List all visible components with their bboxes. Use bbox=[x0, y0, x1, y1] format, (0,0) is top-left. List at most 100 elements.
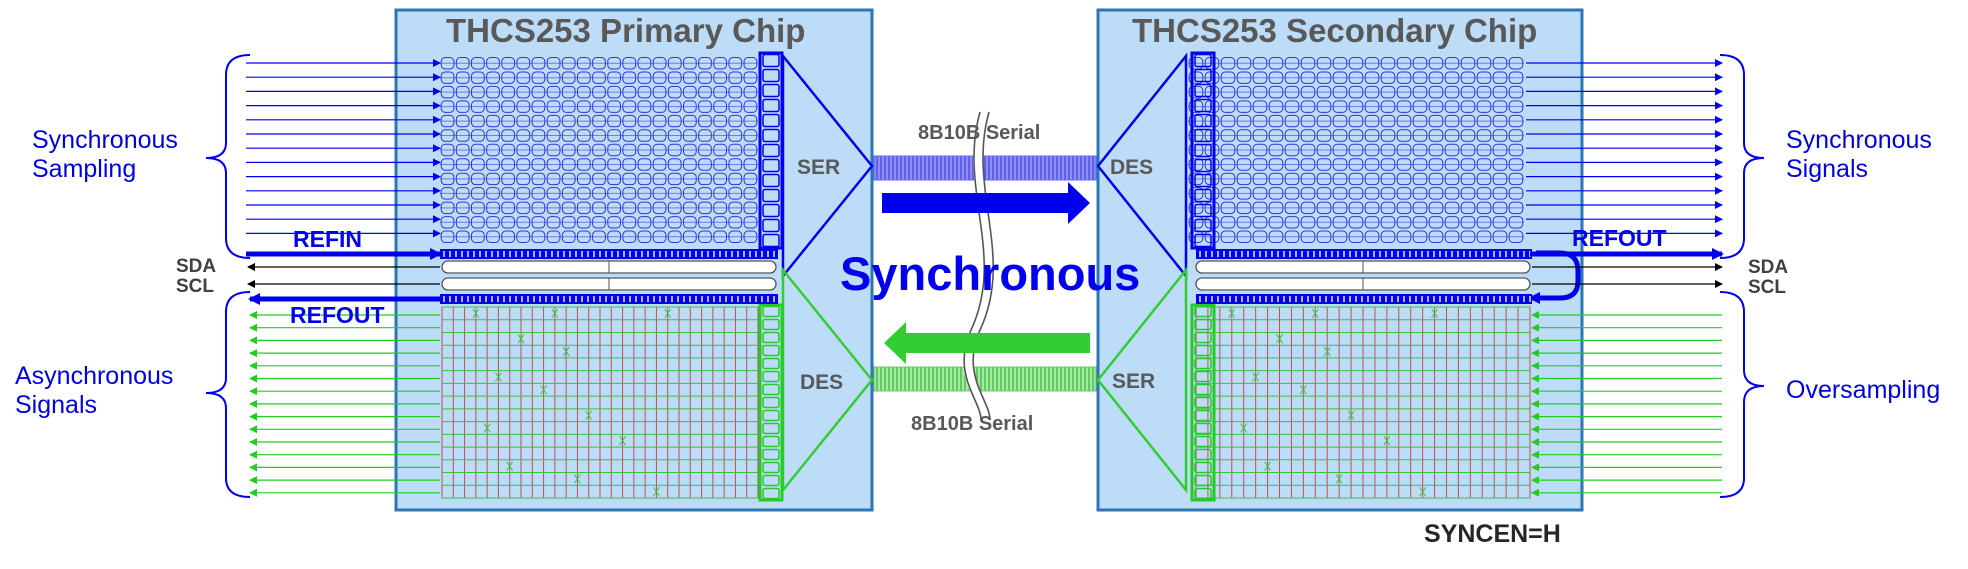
secondary-upper-bus-tick bbox=[1511, 251, 1513, 257]
primary-sync-grid-cell bbox=[728, 201, 743, 215]
secondary-upper-bus-tick bbox=[1241, 251, 1243, 257]
secondary-upper-bus-tick bbox=[1343, 251, 1345, 257]
primary-async-grid-transition-mark bbox=[517, 334, 525, 344]
primary-refout-bus-tick bbox=[503, 296, 505, 302]
primary-refout-bus-tick bbox=[701, 296, 703, 302]
primary-sync-grid-cell bbox=[440, 85, 455, 99]
secondary-sync-grid-cell bbox=[1252, 187, 1268, 200]
primary-sync-grid-cell bbox=[516, 100, 531, 113]
secondary-sync-grid-cell bbox=[1348, 187, 1364, 200]
primary-des-label: DES bbox=[800, 371, 844, 394]
primary-sync-grid-cell bbox=[592, 143, 606, 157]
primary-sync-grid-cell bbox=[486, 143, 500, 157]
primary-sync-grid-cell bbox=[470, 201, 485, 215]
left-scl-label: SCL bbox=[176, 276, 214, 297]
primary-sync-grid-cell bbox=[455, 100, 470, 113]
secondary-upper-bus-tick bbox=[1307, 251, 1309, 257]
primary-sync-grid-cell bbox=[652, 71, 667, 84]
primary-sync-grid-cell bbox=[682, 230, 697, 244]
primary-sync-grid-cell bbox=[652, 201, 667, 215]
secondary-refout-bus-tick bbox=[1271, 296, 1273, 302]
primary-refin-bus-tick bbox=[521, 251, 523, 257]
primary-sync-latch-cell bbox=[762, 233, 780, 248]
secondary-sync-latch-frame bbox=[1190, 51, 1216, 250]
primary-refout-bus-tick bbox=[473, 296, 475, 302]
secondary-sync-grid-cell bbox=[1332, 71, 1348, 84]
primary-sync-grid-cell bbox=[486, 57, 500, 70]
primary-refin-label: REFIN bbox=[293, 226, 362, 252]
primary-refin-bus-tick bbox=[641, 251, 643, 257]
primary-refin-bus-tick bbox=[569, 251, 571, 257]
secondary-sync-grid-cell bbox=[1428, 172, 1444, 186]
secondary-sync-grid-cell bbox=[1268, 143, 1284, 157]
primary-refout-bus-tick bbox=[497, 296, 499, 302]
primary-sync-grid-cell bbox=[743, 172, 758, 186]
secondary-upper-bus-tick bbox=[1337, 251, 1339, 257]
primary-sync-grid-cell bbox=[561, 57, 576, 70]
secondary-refout-bus bbox=[1196, 294, 1532, 304]
tx-direction-arrow bbox=[882, 182, 1090, 224]
secondary-refout-bus-tick bbox=[1253, 296, 1255, 302]
primary-async-latch-cell bbox=[762, 383, 780, 396]
secondary-upper-bus-tick bbox=[1265, 251, 1267, 257]
secondary-refout-bus-tick bbox=[1223, 296, 1225, 302]
primary-refout-bus bbox=[440, 294, 778, 304]
primary-sync-grid-cell bbox=[667, 57, 682, 70]
primary-sync-grid-cell bbox=[713, 100, 728, 113]
primary-sync-grid-cell bbox=[470, 216, 485, 229]
secondary-sync-grid-cell bbox=[1508, 143, 1524, 157]
primary-refin-bus-tick bbox=[737, 251, 739, 257]
secondary-des-label: DES bbox=[1110, 156, 1154, 179]
secondary-sync-grid-cell bbox=[1268, 114, 1284, 128]
secondary-sync-grid-cell bbox=[1444, 129, 1460, 142]
secondary-sync-grid-cell bbox=[1492, 100, 1508, 113]
primary-async-latch-cell bbox=[762, 331, 780, 344]
secondary-refout-bus-tick bbox=[1451, 296, 1453, 302]
secondary-sync-grid-cell bbox=[1220, 129, 1236, 142]
secondary-sync-grid-cell bbox=[1204, 158, 1220, 171]
secondary-upper-bus-tick bbox=[1445, 251, 1447, 257]
primary-sync-grid-cell bbox=[561, 172, 576, 186]
primary-async-grid-transition-mark bbox=[540, 385, 547, 395]
secondary-sync-grid-cell bbox=[1300, 100, 1316, 113]
primary-sync-grid-cell bbox=[637, 85, 652, 99]
secondary-async-latch-cell bbox=[1194, 357, 1212, 370]
primary-refin-bus-tick bbox=[461, 251, 463, 257]
secondary-refout-bus-tick bbox=[1511, 296, 1513, 302]
secondary-sync-grid-cell bbox=[1380, 187, 1396, 200]
secondary-sync-grid-cell bbox=[1204, 57, 1220, 70]
secondary-sync-grid-cell bbox=[1316, 187, 1332, 200]
secondary-sync-grid-cell bbox=[1476, 158, 1492, 171]
secondary-sync-grid-cell bbox=[1268, 230, 1284, 244]
secondary-sync-grid-cell bbox=[1428, 129, 1444, 142]
primary-chip-title: THCS253 Primary Chip bbox=[446, 12, 806, 49]
secondary-sync-grid-cell bbox=[1268, 71, 1284, 84]
secondary-sync-grid-cell bbox=[1460, 85, 1476, 99]
secondary-upper-bus bbox=[1196, 249, 1532, 259]
secondary-sync-grid-cell bbox=[1508, 172, 1524, 186]
primary-sync-grid-cell bbox=[576, 172, 591, 186]
primary-sync-grid-cell bbox=[728, 230, 743, 244]
secondary-sync-grid-cell bbox=[1284, 129, 1300, 142]
primary-sync-grid-cell bbox=[486, 85, 500, 99]
primary-sync-grid-cell bbox=[470, 114, 485, 128]
primary-refin-bus-tick bbox=[515, 251, 517, 257]
secondary-upper-bus-tick bbox=[1397, 251, 1399, 257]
primary-sync-grid-cell bbox=[667, 71, 682, 84]
secondary-sync-grid-cell bbox=[1492, 172, 1508, 186]
secondary-refout-bus-tick bbox=[1415, 296, 1417, 302]
primary-sync-grid-cell bbox=[440, 71, 455, 84]
primary-sync-grid-cell bbox=[637, 158, 652, 171]
primary-refout-bus-tick bbox=[761, 296, 763, 302]
secondary-sync-grid-cell bbox=[1236, 114, 1252, 128]
primary-async-latch-cell bbox=[762, 396, 780, 409]
primary-sync-grid-cell bbox=[455, 158, 470, 171]
secondary-sync-grid-cell bbox=[1300, 85, 1316, 99]
primary-async-latch-cell bbox=[762, 422, 780, 435]
primary-sync-grid-cell bbox=[713, 129, 728, 142]
secondary-sync-grid-cell bbox=[1268, 187, 1284, 200]
primary-sync-grid-cell bbox=[440, 57, 455, 70]
primary-refout-bus-tick bbox=[683, 296, 685, 302]
secondary-sync-grid-cell bbox=[1316, 158, 1332, 171]
secondary-async-latch-cell bbox=[1194, 448, 1212, 461]
